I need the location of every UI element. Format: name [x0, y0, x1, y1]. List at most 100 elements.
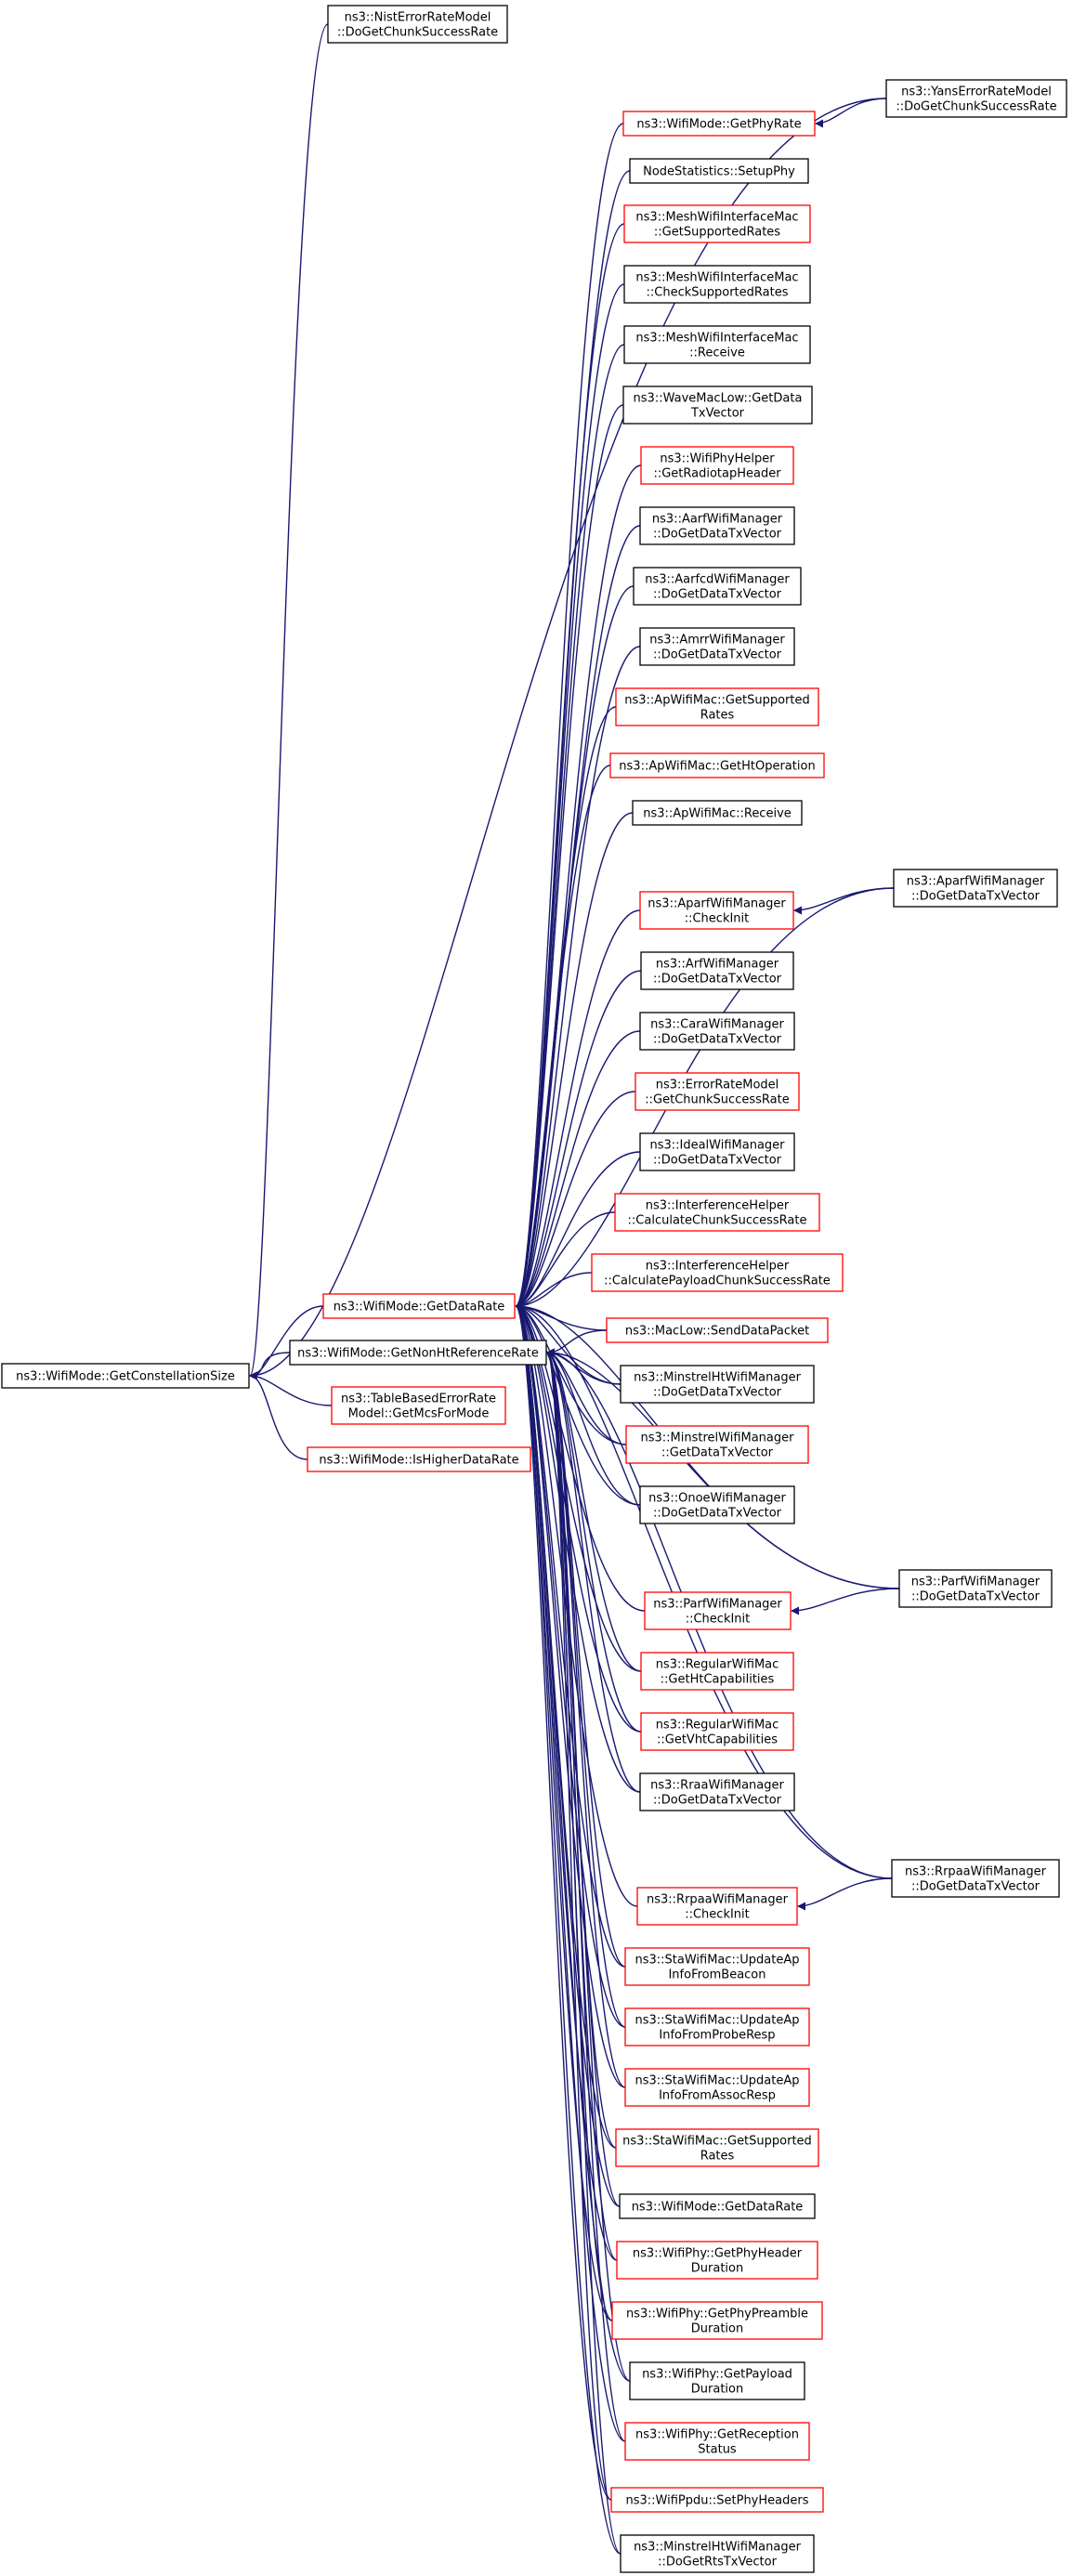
node-box[interactable] — [639, 627, 795, 666]
node-box[interactable] — [331, 1386, 506, 1425]
node-box[interactable] — [606, 1317, 829, 1343]
node-box[interactable] — [639, 891, 794, 930]
node-tablebased[interactable]: ns3::TableBasedErrorRateModel::GetMcsFor… — [331, 1386, 506, 1425]
node-reght[interactable]: ns3::RegularWifiMac::GetHtCapabilities — [640, 1652, 794, 1691]
node-box[interactable] — [624, 2007, 810, 2046]
node-box[interactable] — [327, 5, 508, 44]
node-minstrel[interactable]: ns3::MinstrelWifiManager::GetDataTxVecto… — [625, 1425, 809, 1464]
node-arf[interactable]: ns3::ArfWifiManager::DoGetDataTxVector — [640, 951, 794, 990]
node-meshcheck[interactable]: ns3::MeshWifiInterfaceMac::CheckSupporte… — [623, 265, 811, 304]
node-maclow[interactable]: ns3::MacLow::SendDataPacket — [606, 1317, 829, 1343]
node-meshrecv[interactable]: ns3::MeshWifiInterfaceMac::Receive — [623, 325, 811, 364]
node-box[interactable] — [640, 951, 794, 990]
node-box[interactable] — [639, 506, 795, 545]
node-aarf[interactable]: ns3::AarfWifiManager::DoGetDataTxVector — [639, 506, 795, 545]
node-box[interactable] — [615, 2128, 819, 2167]
node-cara[interactable]: ns3::CaraWifiManager::DoGetDataTxVector — [639, 1012, 795, 1051]
node-ppdu[interactable]: ns3::WifiPpdu::SetPhyHeaders — [610, 2487, 824, 2513]
node-box[interactable] — [624, 2068, 810, 2107]
node-staprobe[interactable]: ns3::StaWifiMac::UpdateApInfoFromProbeRe… — [624, 2007, 810, 2046]
node-box[interactable] — [623, 204, 811, 243]
node-box[interactable] — [639, 1132, 795, 1171]
node-box[interactable] — [639, 1485, 795, 1524]
node-box[interactable] — [635, 1072, 800, 1111]
node-box[interactable] — [611, 2301, 823, 2340]
node-intfchunk[interactable]: ns3::InterferenceHelper::CalculateChunkS… — [614, 1193, 820, 1232]
node-root[interactable]: ns3::WifiMode::GetConstellationSize — [1, 1363, 250, 1389]
node-regvht[interactable]: ns3::RegularWifiMac::GetVhtCapabilities — [640, 1712, 794, 1751]
node-box[interactable] — [622, 111, 816, 137]
node-box[interactable] — [644, 1591, 792, 1630]
node-box[interactable] — [591, 1253, 844, 1292]
node-box[interactable] — [609, 752, 825, 778]
node-amrr[interactable]: ns3::AmrrWifiManager::DoGetDataTxVector — [639, 627, 795, 666]
node-box[interactable] — [640, 1652, 794, 1691]
node-parfdo[interactable]: ns3::ParfWifiManager::DoGetDataTxVector — [898, 1569, 1053, 1608]
node-box[interactable] — [307, 1446, 531, 1472]
node-box[interactable] — [639, 1772, 795, 1811]
node-stagetsup[interactable]: ns3::StaWifiMac::GetSupportedRates — [615, 2128, 819, 2167]
node-box[interactable] — [639, 1012, 795, 1051]
node-aparfcheck[interactable]: ns3::AparfWifiManager::CheckInit — [639, 891, 794, 930]
node-box[interactable] — [636, 1887, 798, 1926]
node-aprecv[interactable]: ns3::ApWifiMac::Receive — [632, 800, 803, 826]
node-getphyrate[interactable]: ns3::WifiMode::GetPhyRate — [622, 111, 816, 137]
node-box[interactable] — [616, 2241, 818, 2280]
node-box[interactable] — [893, 869, 1058, 908]
node-box[interactable] — [615, 687, 819, 726]
node-minstrelrts[interactable]: ns3::MinstrelHtWifiManager::DoGetRtsTxVe… — [620, 2534, 815, 2573]
node-aarfcd[interactable]: ns3::AarfcdWifiManager::DoGetDataTxVecto… — [633, 567, 802, 606]
node-box[interactable] — [625, 1425, 809, 1464]
node-box[interactable] — [289, 1340, 547, 1366]
node-apgetsup[interactable]: ns3::ApWifiMac::GetSupportedRates — [615, 687, 819, 726]
node-box[interactable] — [623, 325, 811, 364]
node-nonht[interactable]: ns3::WifiMode::GetNonHtReferenceRate — [289, 1340, 547, 1366]
node-parfcheck[interactable]: ns3::ParfWifiManager::CheckInit — [644, 1591, 792, 1630]
node-onoe[interactable]: ns3::OnoeWifiManager::DoGetDataTxVector — [639, 1485, 795, 1524]
node-box[interactable] — [624, 1947, 810, 1986]
node-getdatarate2[interactable]: ns3::WifiMode::GetDataRate — [619, 2193, 816, 2219]
node-box[interactable] — [640, 446, 794, 485]
node-rraa[interactable]: ns3::RraaWifiManager::DoGetDataTxVector — [639, 1772, 795, 1811]
node-box[interactable] — [629, 2361, 805, 2400]
node-box[interactable] — [885, 79, 1067, 118]
node-box[interactable] — [322, 1293, 516, 1319]
node-box[interactable] — [633, 567, 802, 606]
node-box[interactable] — [623, 265, 811, 304]
node-box[interactable] — [1, 1363, 250, 1389]
node-box[interactable] — [640, 1712, 794, 1751]
node-minstrelht[interactable]: ns3::MinstrelHtWifiManager::DoGetDataTxV… — [620, 1365, 815, 1404]
node-box[interactable] — [620, 2534, 815, 2573]
node-rrpaacheck[interactable]: ns3::RrpaaWifiManager::CheckInit — [636, 1887, 798, 1926]
node-box[interactable] — [629, 158, 809, 184]
node-staassoc[interactable]: ns3::StaWifiMac::UpdateApInfoFromAssocRe… — [624, 2068, 810, 2107]
node-wifiphyhelper[interactable]: ns3::WifiPhyHelper::GetRadiotapHeader — [640, 446, 794, 485]
node-box[interactable] — [632, 800, 803, 826]
node-box[interactable] — [614, 1193, 820, 1232]
node-wavemac[interactable]: ns3::WaveMacLow::GetDataTxVector — [622, 386, 813, 425]
node-intfpayload[interactable]: ns3::InterferenceHelper::CalculatePayloa… — [591, 1253, 844, 1292]
node-rrpaado[interactable]: ns3::RrpaaWifiManager::DoGetDataTxVector — [891, 1859, 1060, 1898]
node-getdatarate[interactable]: ns3::WifiMode::GetDataRate — [322, 1293, 516, 1319]
node-box[interactable] — [624, 2422, 810, 2461]
node-box[interactable] — [891, 1859, 1060, 1898]
node-box[interactable] — [619, 2193, 816, 2219]
node-box[interactable] — [620, 1365, 815, 1404]
node-meshgetsup[interactable]: ns3::MeshWifiInterfaceMac::GetSupportedR… — [623, 204, 811, 243]
node-errmodel[interactable]: ns3::ErrorRateModel::GetChunkSuccessRate — [635, 1072, 800, 1111]
node-box[interactable] — [898, 1569, 1053, 1608]
node-setupphy[interactable]: NodeStatistics::SetupPhy — [629, 158, 809, 184]
node-box[interactable] — [622, 386, 813, 425]
node-apgetht[interactable]: ns3::ApWifiMac::GetHtOperation — [609, 752, 825, 778]
node-nist[interactable]: ns3::NistErrorRateModel::DoGetChunkSucce… — [327, 5, 508, 44]
node-aparfdo[interactable]: ns3::AparfWifiManager::DoGetDataTxVector — [893, 869, 1058, 908]
node-box[interactable] — [610, 2487, 824, 2513]
node-yans[interactable]: ns3::YansErrorRateModel::DoGetChunkSucce… — [885, 79, 1067, 118]
node-ideal[interactable]: ns3::IdealWifiManager::DoGetDataTxVector — [639, 1132, 795, 1171]
node-ishigher[interactable]: ns3::WifiMode::IsHigherDataRate — [307, 1446, 531, 1472]
